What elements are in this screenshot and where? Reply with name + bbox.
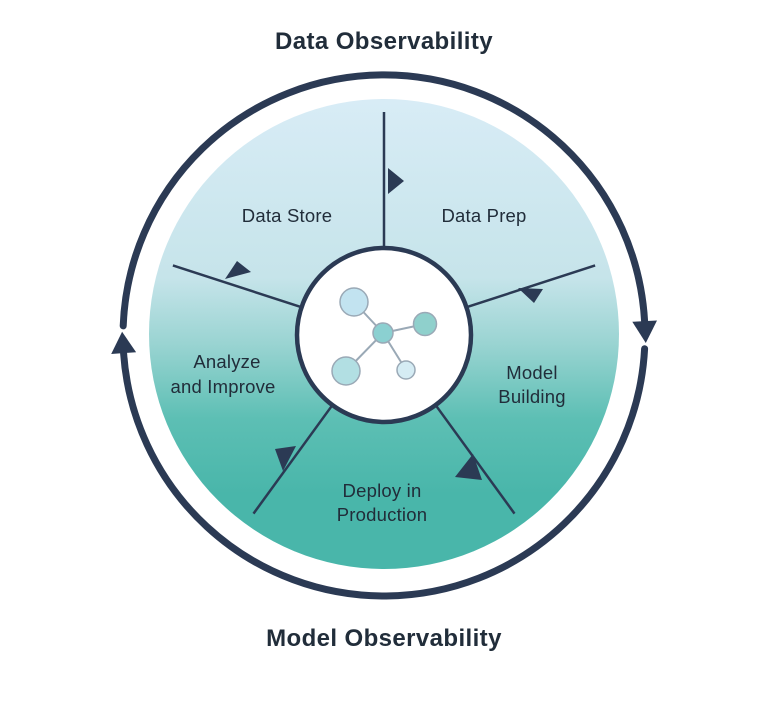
divider-lower-left (252, 404, 334, 515)
divider-upper-left (172, 264, 301, 308)
network-node (396, 360, 416, 380)
flow-arrow-top-icon (388, 168, 404, 194)
stage-label-deploy-line2: Production (337, 504, 427, 525)
cycle-arrow-right-icon (632, 320, 657, 343)
cycle-arrow-left-icon (111, 331, 137, 354)
outer-cycle-arc-top (119, 71, 649, 330)
flow-arrow-upper-right-icon (518, 288, 543, 303)
stage-label-model-building-line1: Model (506, 362, 557, 383)
outer-cycle-arc-bottom (120, 345, 649, 600)
flow-arrow-lower-left-icon (275, 446, 296, 471)
network-nodes-icon (331, 287, 438, 386)
title-data-observability: Data Observability (275, 28, 493, 55)
divider-lower-right (434, 404, 516, 515)
network-node-center (372, 322, 394, 344)
network-node (412, 311, 438, 337)
stage-label-analyze-line1: Analyze (193, 351, 260, 372)
stage-label-deploy-line1: Deploy in (343, 480, 422, 501)
stage-label-analyze-line2: and Improve (170, 376, 275, 397)
network-node (331, 356, 361, 386)
divider-upper-right (467, 264, 596, 308)
flow-arrow-lower-right-icon (455, 454, 482, 480)
flow-arrow-upper-left-icon (225, 261, 251, 279)
stage-label-data-store: Data Store (242, 205, 332, 226)
network-node (339, 287, 369, 317)
stage-label-data-prep: Data Prep (441, 205, 526, 226)
title-model-observability: Model Observability (266, 625, 502, 652)
stage-label-model-building-line2: Building (498, 386, 565, 407)
